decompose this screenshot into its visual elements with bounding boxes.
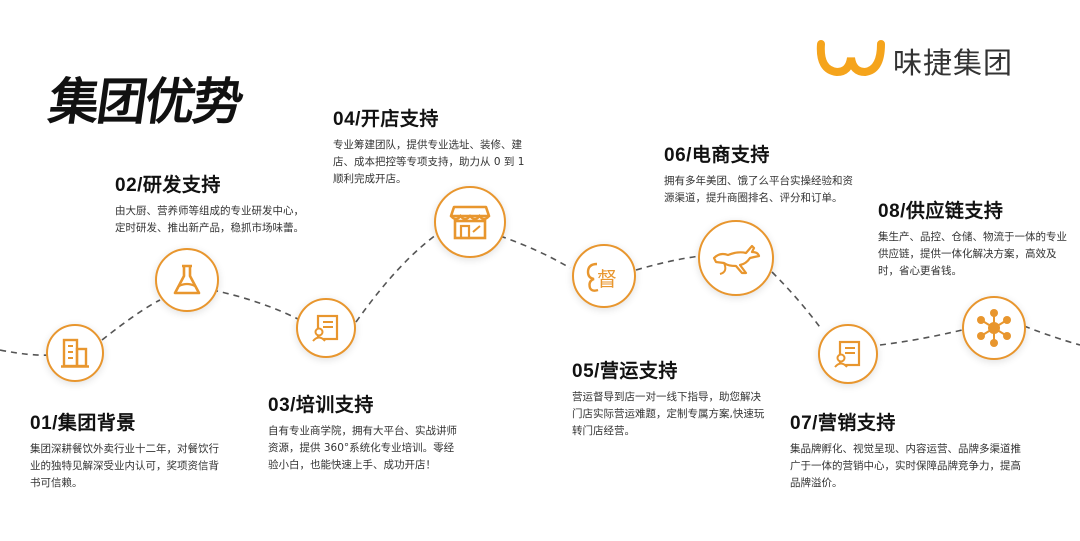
item-06: 06/电商支持 拥有多年美团、饿了么平台实操经验和资源渠道，提升商圈排名、评分和…: [664, 140, 860, 207]
brand-logo: 味捷集团: [815, 40, 1013, 82]
item-04-title: 04/开店支持: [333, 109, 439, 130]
item-01: 01/集团背景 集团深耕餐饮外卖行业十二年，对餐饮行业的独特见解深受业内认可，奖…: [30, 408, 220, 492]
item-01-title: 01/集团背景: [30, 413, 136, 434]
supervise-icon-label: 督: [597, 267, 617, 291]
item-06-title: 06/电商支持: [664, 145, 770, 166]
item-08-title: 08/供应链支持: [878, 201, 1004, 222]
item-05-text: 营运督导到店一对一线下指导，助您解决门店实际营运难题，定制专属方案,快速玩转门店…: [572, 391, 765, 437]
supervise-icon: 督: [586, 262, 617, 292]
flask-icon: [173, 264, 201, 295]
node-04: [434, 186, 506, 258]
item-07: 07/营销支持 集品牌孵化、视觉呈现、内容运营、品牌多渠道推广于一体的营销中心，…: [790, 408, 1022, 492]
kangaroo-icon: [712, 244, 761, 275]
building-icon: [61, 338, 89, 368]
item-06-text: 拥有多年美团、饿了么平台实操经验和资源渠道，提升商圈排名、评分和订单。: [664, 175, 853, 204]
item-02-title: 02/研发支持: [115, 175, 221, 196]
item-07-text: 集品牌孵化、视觉呈现、内容运营、品牌多渠道推广于一体的营销中心，实时保障品牌竞争…: [790, 443, 1021, 489]
item-07-title: 07/营销支持: [790, 413, 896, 434]
node-01: [46, 324, 104, 382]
node-08: [962, 296, 1026, 360]
brand-name: 味捷集团: [893, 48, 1014, 80]
training-doc-icon: [312, 314, 339, 342]
item-03-title: 03/培训支持: [268, 395, 374, 416]
storefront-icon: [449, 205, 491, 240]
item-02: 02/研发支持 由大厨、营养师等组成的专业研发中心，定时研发、推出新产品，稳抓市…: [115, 170, 305, 237]
item-03: 03/培训支持 自有专业商学院，拥有大平台、实战讲师资源，提供 360°系统化专…: [268, 390, 458, 474]
node-06: [698, 220, 774, 296]
network-icon: [977, 309, 1011, 347]
node-03: [296, 298, 356, 358]
node-05: 督: [572, 244, 636, 308]
brand-logo-mark-icon: [816, 40, 885, 77]
item-05: 05/营运支持 营运督导到店一对一线下指导，助您解决门店实际营运难题，定制专属方…: [572, 356, 766, 440]
item-04: 04/开店支持 专业筹建团队，提供专业选址、装修、建店、成本把控等专项支持，助力…: [333, 104, 529, 188]
item-03-text: 自有专业商学院，拥有大平台、实战讲师资源，提供 360°系统化专业培训。零经验小…: [268, 425, 457, 471]
node-07: [818, 324, 878, 384]
node-02: [155, 248, 219, 312]
item-05-title: 05/营运支持: [572, 361, 678, 382]
marketing-doc-icon: [834, 340, 861, 368]
item-01-text: 集团深耕餐饮外卖行业十二年，对餐饮行业的独特见解深受业内认可，奖项资信背书可信赖…: [30, 443, 219, 489]
item-08-text: 集生产、品控、仓储、物流于一体的专业供应链，提供一体化解决方案，高效及时，省心更…: [878, 231, 1067, 277]
item-08: 08/供应链支持 集生产、品控、仓储、物流于一体的专业供应链，提供一体化解决方案…: [878, 196, 1074, 280]
item-02-text: 由大厨、营养师等组成的专业研发中心，定时研发、推出新产品，稳抓市场味蕾。: [115, 205, 304, 234]
item-04-text: 专业筹建团队，提供专业选址、装修、建店、成本把控等专项支持，助力从 0 到 1 …: [333, 139, 525, 185]
